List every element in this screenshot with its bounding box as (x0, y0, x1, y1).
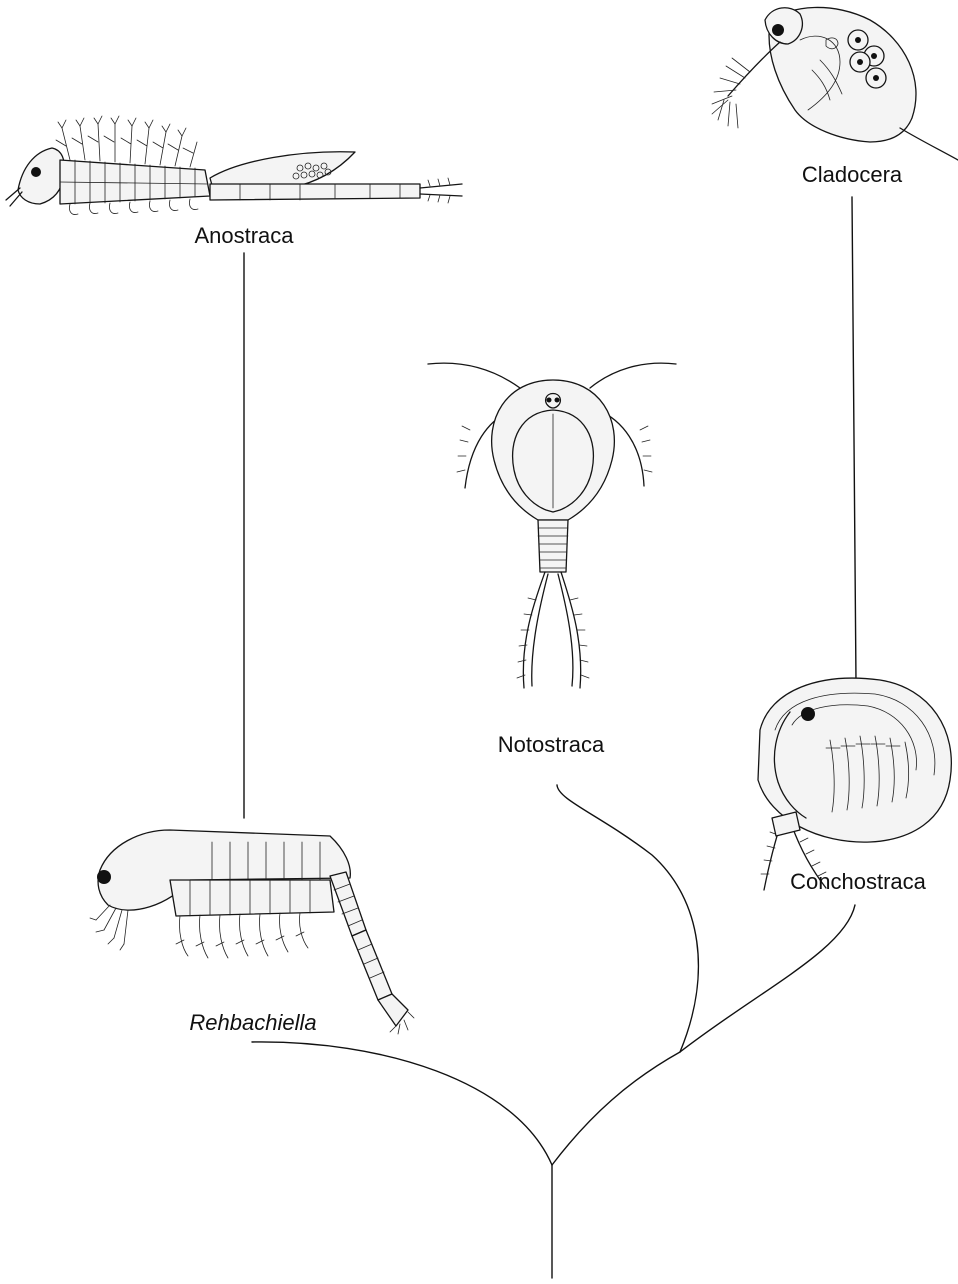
conchostraca-label: Conchostraca (790, 869, 927, 894)
notostraca-illustration (428, 363, 676, 688)
anostraca-label: Anostraca (194, 223, 294, 248)
branch-rehbachiella (252, 1042, 552, 1165)
cladocera-label: Cladocera (802, 162, 903, 187)
branch-cladocera-line (852, 197, 856, 682)
branch-crown (552, 1052, 680, 1165)
conchostraca-illustration (758, 678, 951, 890)
notostraca-label: Notostraca (498, 732, 605, 757)
rehbachiella-illustration (90, 830, 414, 1034)
cladocera-illustration (712, 7, 958, 160)
branch-notostraca (557, 785, 698, 1052)
anostraca-illustration (6, 116, 462, 215)
branch-conchostraca (680, 905, 855, 1052)
rehbachiella-label: Rehbachiella (189, 1010, 316, 1035)
